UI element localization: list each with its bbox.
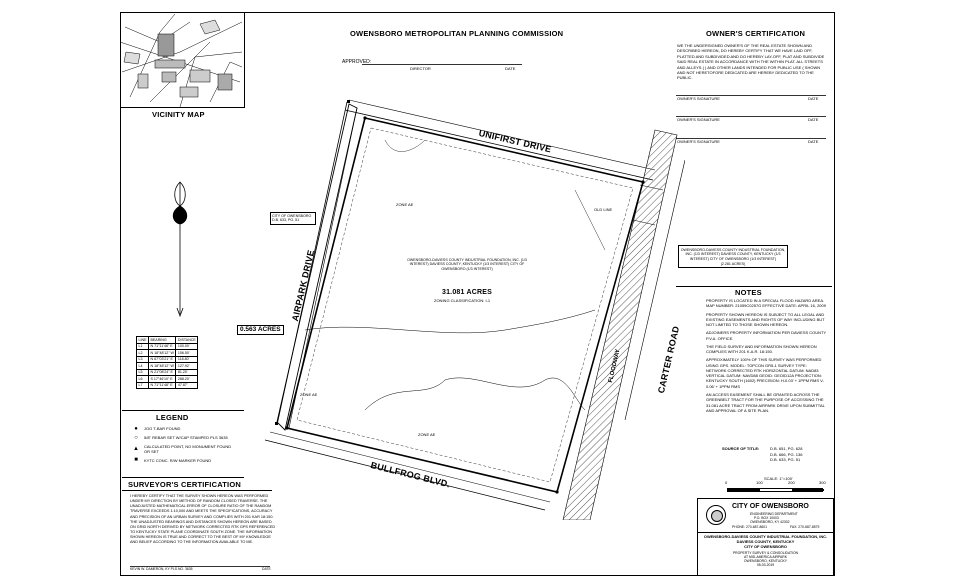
- city-pobox: P.O. BOX 10003: [754, 516, 779, 520]
- surveyor-date-label: DATE: [262, 567, 271, 571]
- plat-drawing: [264, 99, 685, 520]
- approved-label: APPROVED:: [342, 59, 372, 65]
- project-line-3: CITY OF OWENSBORO: [744, 544, 787, 549]
- zoning-label: ZONING CLASSIFICATION: I-1: [434, 298, 491, 303]
- legend-item: ▲ CALCULATED POINT, NO MONUMENT FOUND OR …: [132, 444, 242, 454]
- owners-certification-title: OWNER'S CERTIFICATION: [706, 29, 806, 38]
- notes-list: PROPERTY IS LOCATED IN A SPECIAL FLOOD H…: [706, 298, 828, 416]
- city-block-label: CITY OF OWENSBORO D.B. 633, PG. 51: [270, 212, 316, 225]
- project-line-1: OWENSBORO-DAVIESS COUNTY INDUSTRIAL FOUN…: [703, 534, 828, 539]
- scale-tick-300: 300: [819, 480, 826, 485]
- owners-certification-body: WE THE UNDERSIGNED OWNER'S OF THE REAL E…: [677, 43, 825, 81]
- city-seal-icon: [706, 505, 726, 525]
- small-acreage-label: 0.563 ACRES: [237, 325, 284, 336]
- project-line-6: OWENSBORO, KENTUCKY: [743, 559, 788, 563]
- city-fax: FAX: 270-687-8579: [790, 525, 820, 529]
- legend-title: LEGEND: [156, 413, 189, 422]
- adjoiner-acres-label: (2.281 ACRES): [720, 261, 746, 266]
- scale-tick-100: 100: [756, 480, 763, 485]
- source-line: D.B. 666, PG. 136: [770, 451, 803, 457]
- surveyor-title: SURVEYOR'S CERTIFICATION: [128, 480, 241, 489]
- vicinity-map: [120, 12, 245, 108]
- source-line: D.B. 651, PG. 628: [770, 446, 803, 451]
- title-block: CITY OF OWENSBORO ENGINEERING DEPARTMENT…: [697, 498, 834, 576]
- legend-item: ○ 5/8" REBAR SET W/CAP STAMPED PLS 3635: [132, 435, 242, 441]
- owner-date-label: DATE: [808, 139, 819, 144]
- legend-symbol-icon: ■: [134, 457, 138, 464]
- city-name: CITY OF OWENSBORO: [732, 503, 809, 510]
- vicinity-map-title: VICINITY MAP: [152, 110, 205, 119]
- old-line-label: OLD LINE: [594, 207, 613, 212]
- owner-signature-label: OWNER'S SIGNATURE: [677, 117, 720, 122]
- source-label: SOURCE OF TITLE:: [722, 446, 760, 451]
- director-label: DIRECTOR: [410, 66, 431, 71]
- surveyor-top-rule: [122, 477, 244, 478]
- owner-date-label: DATE: [808, 117, 819, 122]
- legend-item: ■ KYTC CONC. R/W MARKER FOUND: [132, 457, 242, 463]
- city-citystate: OWENSBORO, KY 42302: [750, 520, 790, 524]
- drawing-frame: [120, 12, 835, 576]
- note-item: THE FIELD SURVEY AND INFORMATION SHOWN H…: [706, 343, 817, 355]
- zone-label-1: ZONE AE: [396, 202, 414, 207]
- legend-symbol-icon: ▲: [133, 446, 139, 453]
- approved-signature-line: [362, 64, 522, 65]
- floodway-hatch: [562, 129, 678, 520]
- surveyor-title-rule: [122, 490, 272, 491]
- source-line: D.B. 633, PG. 51: [770, 457, 801, 463]
- surveyor-signature-label: KEVIN W. DAMERON, KY PLS NO. 3635: [130, 567, 193, 571]
- city-dept: ENGINEERING DEPARTMENT: [750, 512, 798, 516]
- legend-text: JOG T-BAR FOUND: [144, 426, 181, 432]
- legend-top-rule: [122, 410, 244, 411]
- surveyor-signature-line: [130, 566, 270, 567]
- adjoiner-block: OWENSBORO-DAVIESS COUNTY INDUSTRIAL FOUN…: [678, 245, 788, 269]
- project-line-5: AT MID-AMERICA AIRPARK: [744, 555, 787, 559]
- owner-signature-label: OWNER'S SIGNATURE: [677, 139, 720, 144]
- legend-symbol-icon: ●: [134, 426, 138, 432]
- zone-label-2: ZONE AE: [300, 392, 318, 397]
- note-item: ADJOINERS PROPERTY INFORMATION PER DAVIE…: [706, 330, 827, 341]
- owner-block-label: OWENSBORO-DAVIESS COUNTY INDUSTRIAL FOUN…: [407, 258, 527, 271]
- legend-list: ● JOG T-BAR FOUND ○ 5/8" REBAR SET W/CAP ST…: [132, 426, 242, 466]
- legend-symbol-icon: ○: [134, 435, 138, 441]
- note-item: PROPERTY SHOWN HEREON IS SUBJECT TO ALL …: [706, 311, 825, 328]
- legend-text: CALCULATED POINT, NO MONUMENT FOUND OR S…: [144, 444, 232, 455]
- note-item: PROPERTY IS LOCATED IN A SPECIAL FLOOD H…: [706, 298, 826, 309]
- line-table-cell: 47.87': [175, 381, 199, 389]
- legend-text: KYTC CONC. R/W MARKER FOUND: [144, 457, 212, 463]
- zone-label-3: ZONE AE: [418, 432, 436, 437]
- city-phone: PHONE: 270-687-8601: [732, 525, 768, 529]
- scale-label: SCALE: 1"=100': [764, 476, 793, 481]
- north-arrow-icon: [172, 181, 188, 318]
- owner-date-label: DATE: [808, 96, 819, 101]
- scale-bar: [727, 488, 824, 492]
- main-acreage-label: 31.081 ACRES: [442, 289, 492, 296]
- notes-top-rule: [676, 286, 832, 287]
- adjoiner-owner-label: OWENSBORO-DAVIESS COUNTY INDUSTRIAL FOUN…: [680, 247, 786, 261]
- notes-title: NOTES: [735, 288, 762, 297]
- approved-date-label: DATE: [505, 66, 516, 71]
- owner-signature-label: OWNER'S SIGNATURE: [677, 96, 720, 101]
- line-table-cell: N 71°11'48" E: [147, 381, 177, 389]
- vicinity-map-drawing: [120, 13, 243, 107]
- scale-tick-0: 0: [725, 480, 728, 485]
- project-line-2: DAVIESS COUNTY, KENTUCKY: [736, 539, 795, 544]
- legend-item: ● JOG T-BAR FOUND: [132, 426, 242, 432]
- surveyor-body: I HEREBY CERTIFY THAT THE SURVEY SHOWN H…: [130, 494, 276, 545]
- scale-tick-200: 200: [788, 480, 795, 485]
- commission-title: OWENSBORO METROPOLITAN PLANNING COMMISSI…: [350, 29, 564, 38]
- project-date: 05-03-2019: [756, 563, 775, 567]
- project-line-4: PROPERTY SURVEY & CONSOLIDATION: [732, 551, 799, 555]
- line-table-cell: L7: [136, 381, 149, 389]
- note-item: APPROXIMATELY 100% OF THIS SURVEY WAS PE…: [706, 357, 824, 389]
- note-item: AN ACCESS EASEMENT SHALL BE GRANTED ACRO…: [706, 391, 825, 413]
- legend-text: 5/8" REBAR SET W/CAP STAMPED PLS 3635: [144, 435, 228, 441]
